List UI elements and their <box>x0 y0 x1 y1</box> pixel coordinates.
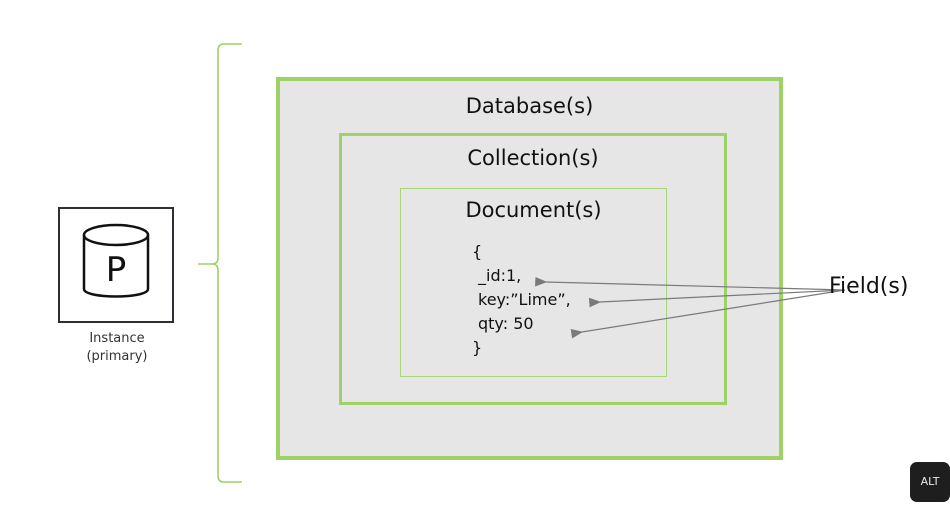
collection-label: Collection(s) <box>467 146 599 170</box>
open-brace: { <box>472 242 483 261</box>
instance-letter: P <box>106 250 127 290</box>
instance-icon-frame: P <box>58 207 174 323</box>
close-brace: } <box>472 338 483 357</box>
fields-label: Field(s) <box>829 274 909 299</box>
field-line-key: key:”Lime”, <box>478 290 571 309</box>
instance-label: Instance (primary) <box>58 330 176 366</box>
document-body: { _id:1, key:”Lime”, qty: 50 } <box>472 240 571 360</box>
alt-text-button[interactable]: ALT <box>910 462 950 502</box>
field-line-id: _id:1, <box>478 266 522 285</box>
database-label: Database(s) <box>465 94 594 118</box>
field-line-qty: qty: 50 <box>478 314 534 333</box>
instance-label-line2: (primary) <box>86 349 148 364</box>
database-cylinder-icon: P <box>82 223 150 298</box>
document-label: Document(s) <box>465 198 602 222</box>
instance-label-line1: Instance <box>89 331 145 346</box>
